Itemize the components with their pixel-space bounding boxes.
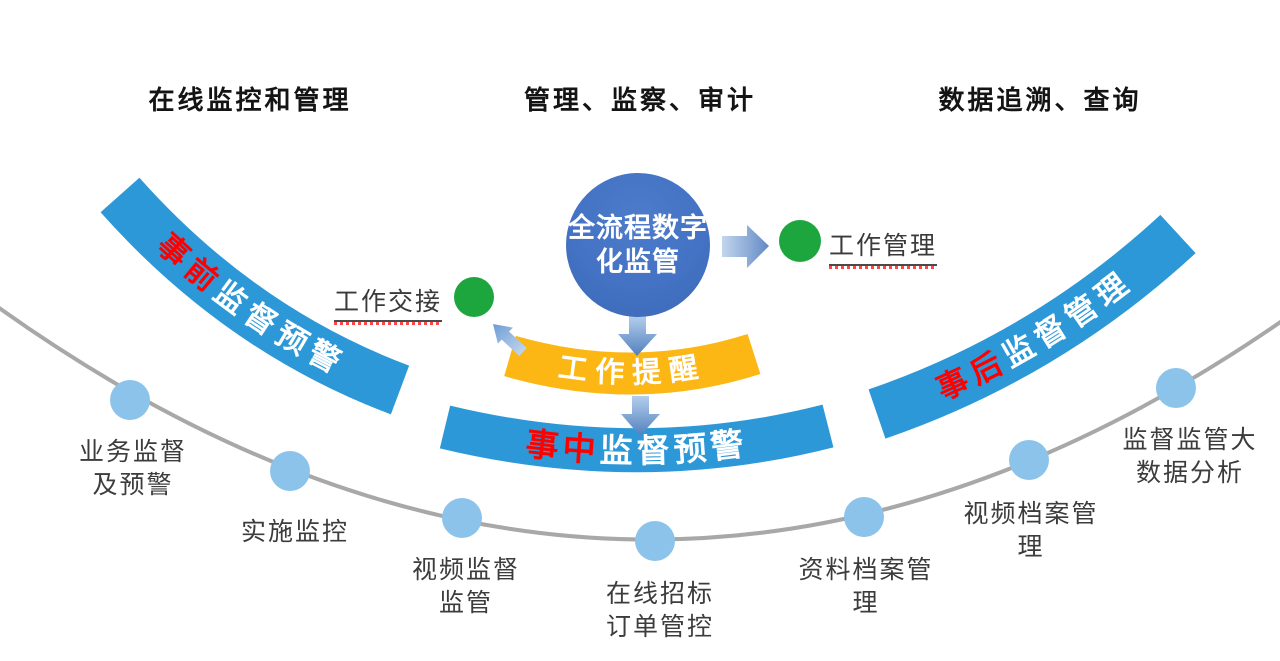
arc-dot-2 (270, 451, 310, 491)
work-handover-label: 工作交接 (334, 282, 443, 325)
work-management-dot (779, 220, 821, 262)
arc-label-big-data-analysis: 监督监管大 数据分析 (1122, 426, 1258, 487)
arc-label-video-supervision: 视频监督 监管 (411, 556, 520, 617)
band-post-rest: 监督管理 (996, 263, 1139, 374)
arc-dot-1 (110, 380, 150, 420)
band-pre-label: 事前监督预警 (151, 227, 352, 382)
arc-dot-6 (1009, 440, 1049, 480)
arrow-to-work-handover-icon (493, 324, 527, 356)
arrow-to-work-management-icon (722, 225, 769, 268)
work-management-label: 工作管理 (829, 226, 938, 269)
arc-dot-5 (844, 497, 884, 537)
work-handover-dot (454, 277, 494, 317)
header-management-audit: 管理、监察、审计 (523, 85, 756, 115)
arc-label-video-archive: 视频档案管 理 (963, 500, 1099, 561)
arc-label-business-supervision: 业务监督 及预警 (78, 438, 187, 499)
arc-dot-7 (1156, 368, 1196, 408)
arc-dot-3 (442, 498, 482, 538)
arc-dot-4 (635, 521, 675, 561)
arrow-down-to-reminder-icon (618, 316, 657, 356)
band-mid-highlight: 事中 (524, 424, 601, 468)
arc-label-online-bidding-order: 在线招标 订单管控 (605, 580, 714, 641)
arc-label-document-archive: 资料档案管 理 (798, 556, 934, 617)
arc-label-implementation-monitoring: 实施监控 (240, 518, 349, 546)
band-post-label: 事后监督管理 (931, 263, 1139, 407)
header-online-monitoring: 在线监控和管理 (148, 85, 352, 115)
header-data-trace-query: 数据追溯、查询 (938, 85, 1142, 115)
arrow-down-to-mid-band-icon (621, 396, 660, 436)
central-node-full-process-supervision: 全流程数字 化监管 (566, 173, 710, 317)
